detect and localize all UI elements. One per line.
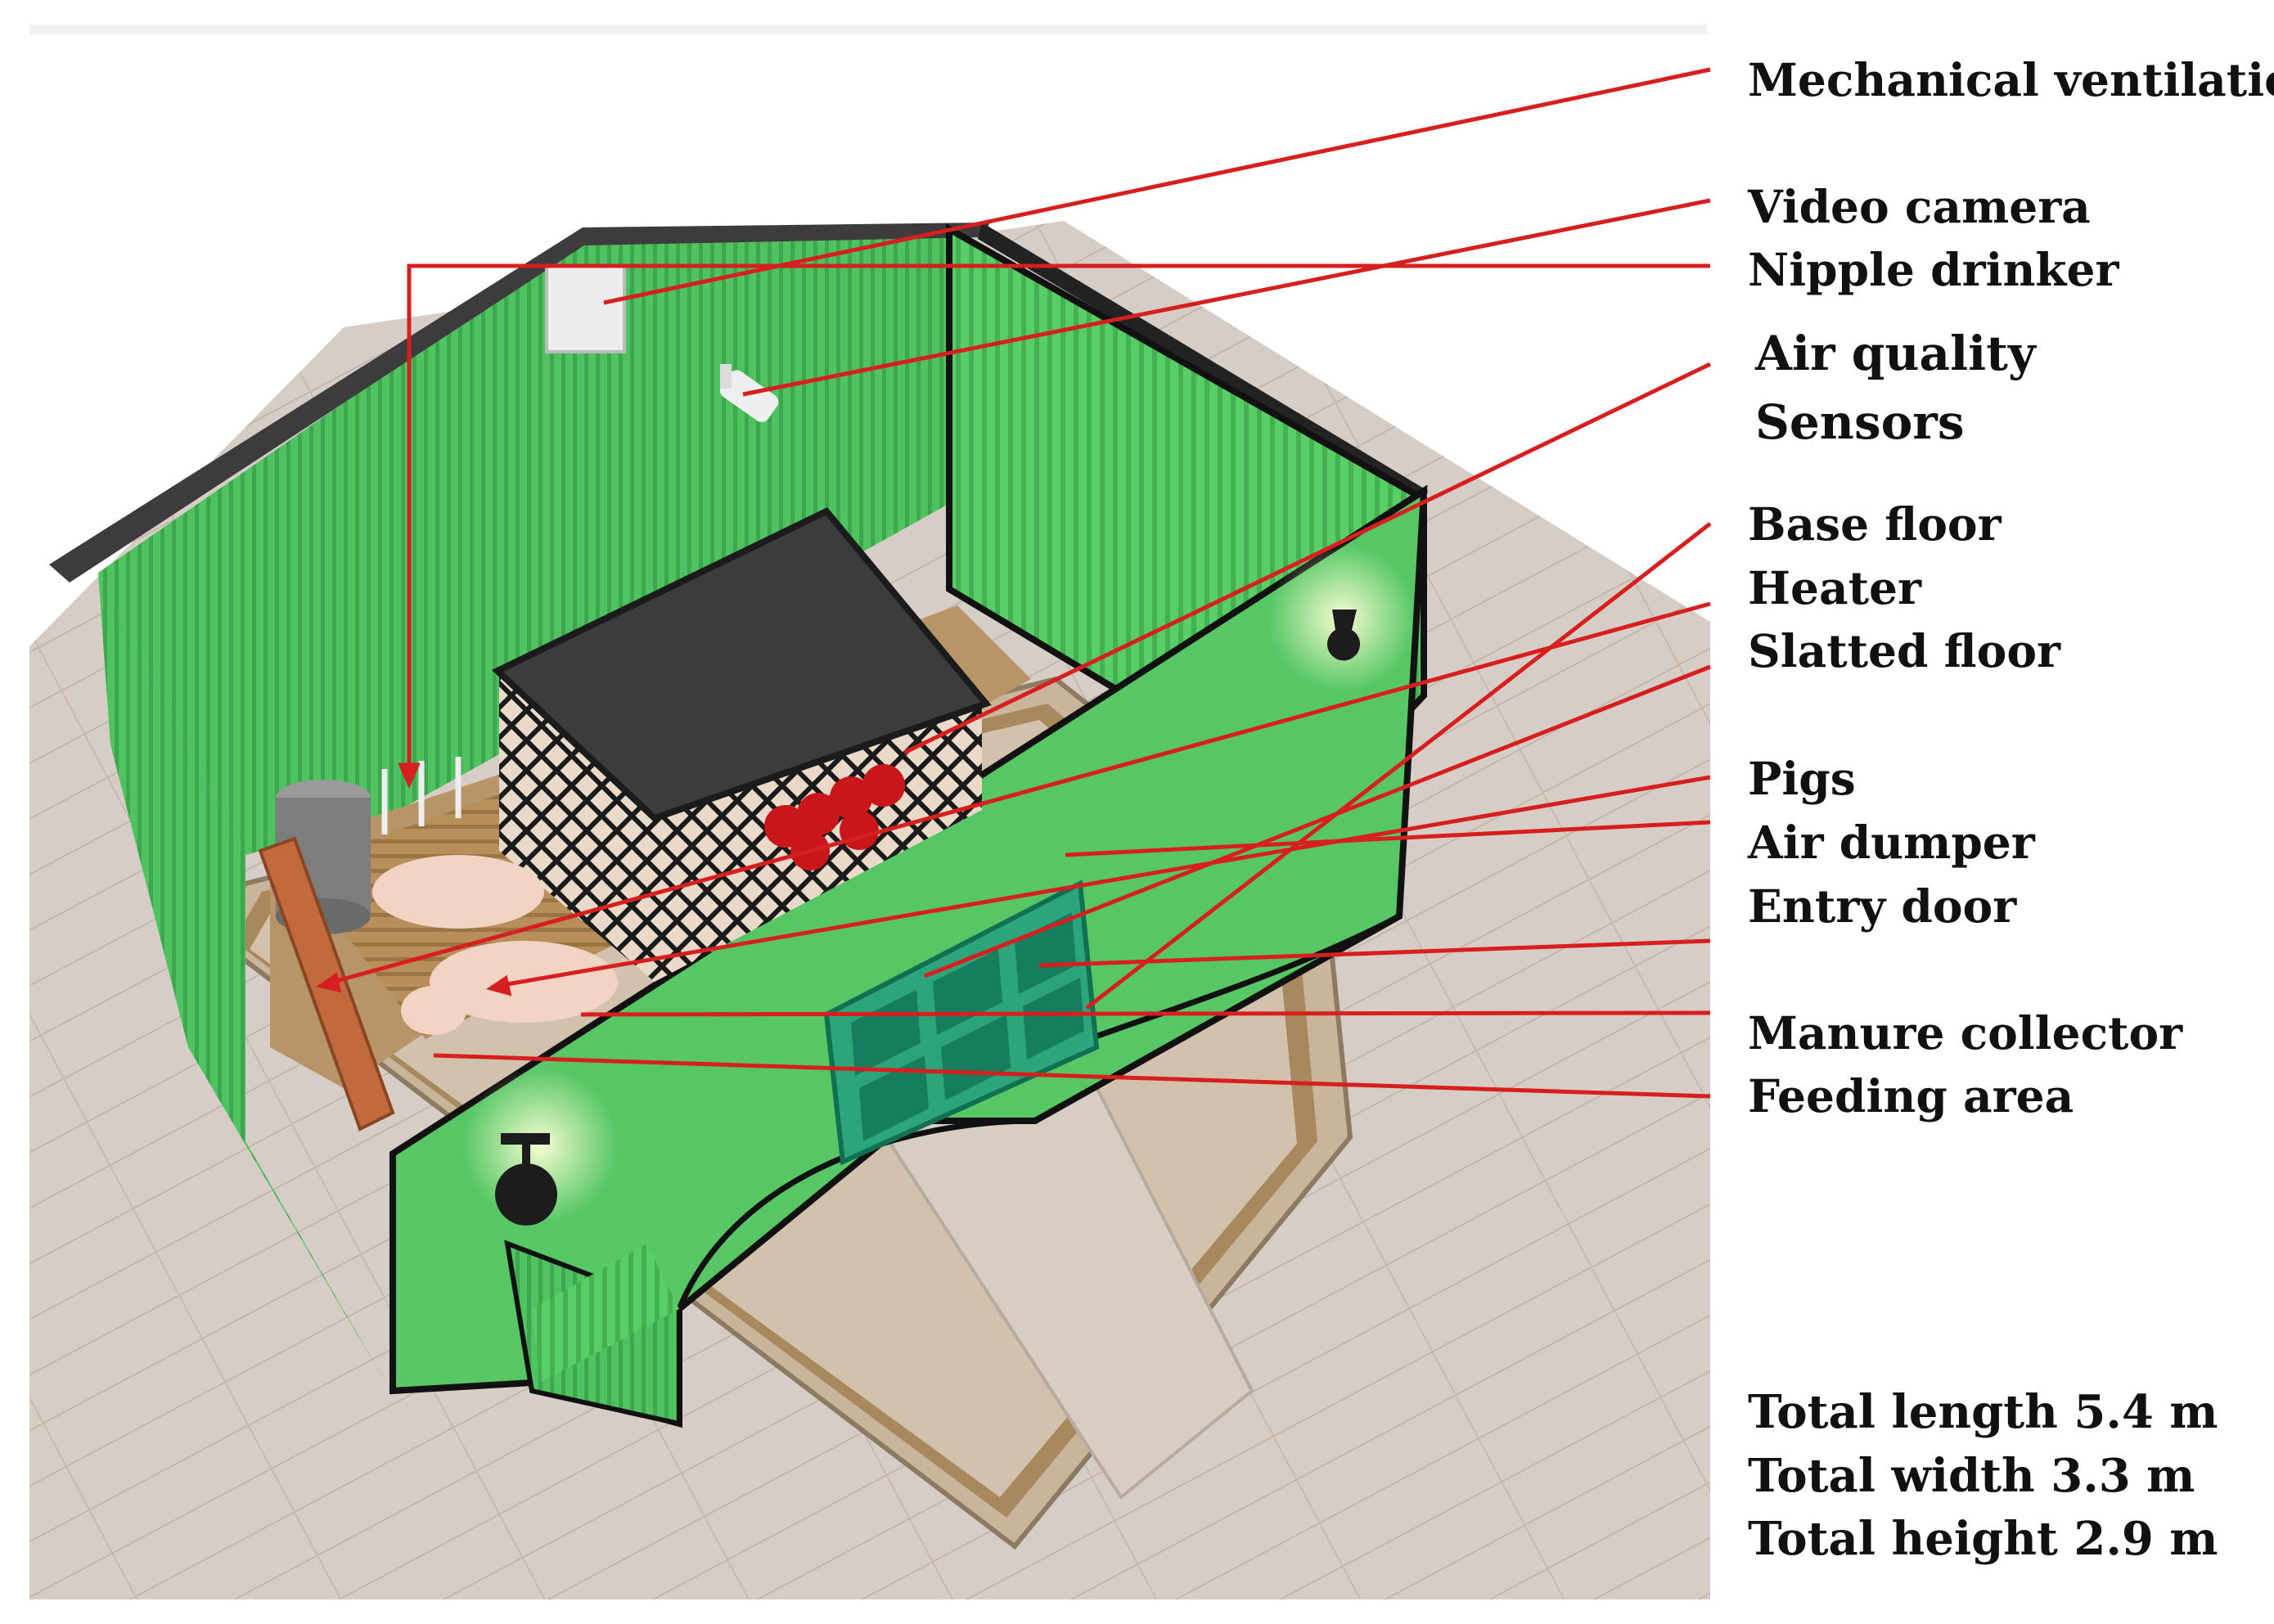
leader-slatted-floor [924, 664, 1711, 978]
lamp-left [495, 1133, 557, 1226]
label-video-camera: Video camera [1748, 180, 2091, 233]
label-slatted-floor: Slatted floor [1748, 624, 2060, 677]
left-wall [98, 573, 393, 1395]
leader-nipple-drinker [407, 263, 1710, 773]
label-pigs: Pigs [1748, 752, 1856, 805]
leader-entry-door [1038, 938, 1711, 968]
leader-manure-collector [580, 1010, 1711, 1017]
leader-air-quality [903, 362, 1712, 755]
top-band [29, 25, 1707, 34]
leader-lines [315, 67, 1712, 1099]
leader-feeding-area [433, 1053, 1711, 1099]
front-skirt-bottom [532, 1244, 679, 1383]
label-manure-collector: Manure collector [1748, 1006, 2183, 1059]
leader-base-floor [1085, 522, 1712, 1010]
feeding-pen-roof [492, 507, 992, 822]
label-feeding-area: Feeding area [1748, 1069, 2074, 1122]
label-sensors: Sensors [1755, 394, 1965, 450]
label-entry-door: Entry door [1748, 879, 2017, 933]
front-wall [390, 484, 1428, 1428]
dimension-length: Total length 5.4 m [1748, 1385, 2218, 1439]
leader-video-camera [742, 198, 1711, 397]
label-nipple-drinker: Nipple drinker [1748, 243, 2119, 296]
dimension-height: Total height 2.9 m [1748, 1512, 2218, 1566]
leader-pigs [497, 775, 1711, 988]
roof-right-edge [978, 223, 1428, 503]
label-heater: Heater [1748, 561, 1921, 614]
label-air-quality: Air quality [1755, 326, 2036, 381]
lamp-right [1327, 610, 1360, 661]
label-base-floor: Base floor [1748, 497, 2002, 551]
leader-air-dumper [1065, 820, 1711, 857]
drinker-rack [381, 757, 462, 834]
leader-heater [326, 601, 1711, 986]
ventilation-fan [545, 264, 626, 353]
label-air-dumper: Air dumper [1748, 816, 2035, 869]
label-mechanical-ventilation: Mechanical ventilation [1748, 53, 2274, 106]
dimension-width: Total width 3.3 m [1748, 1449, 2195, 1503]
video-camera-device [719, 364, 779, 422]
